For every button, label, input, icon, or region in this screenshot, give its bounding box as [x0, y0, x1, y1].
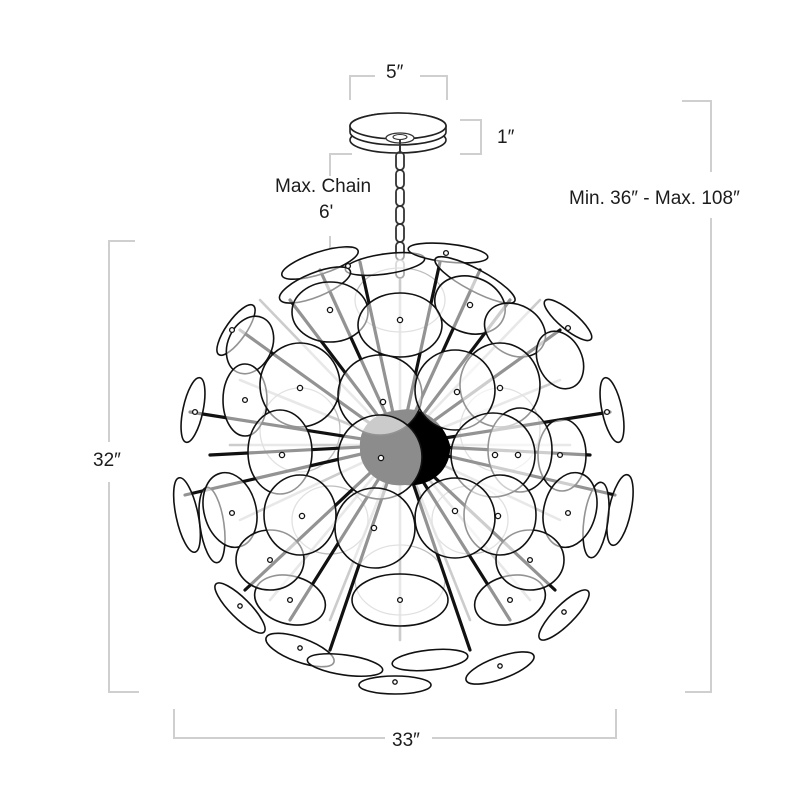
overall-height-label: Min. 36″ - Max. 108″: [566, 189, 743, 208]
canopy-width-label: 5″: [383, 63, 407, 82]
disc-sphere: [172, 242, 634, 695]
canopy-width-bracket: [349, 75, 448, 100]
disc-pins: [191, 249, 611, 685]
fixture-height-bracket: [108, 240, 139, 693]
dimension-lines: [108, 75, 712, 739]
fixture-width-label: 33″: [389, 731, 423, 750]
canopy-height-label: 1″: [494, 128, 518, 147]
fixture-height-label: 32″: [90, 451, 124, 470]
fixture-width-bracket: [173, 709, 617, 739]
max-chain-value: 6': [316, 203, 337, 222]
canopy-height-bracket: [460, 119, 482, 155]
max-chain-label: Max. Chain: [272, 177, 375, 196]
mid-discs: [202, 275, 598, 627]
max-chain-bracket: [329, 153, 352, 249]
overall-height-bracket: [682, 100, 712, 693]
ceiling-canopy: [349, 112, 447, 154]
